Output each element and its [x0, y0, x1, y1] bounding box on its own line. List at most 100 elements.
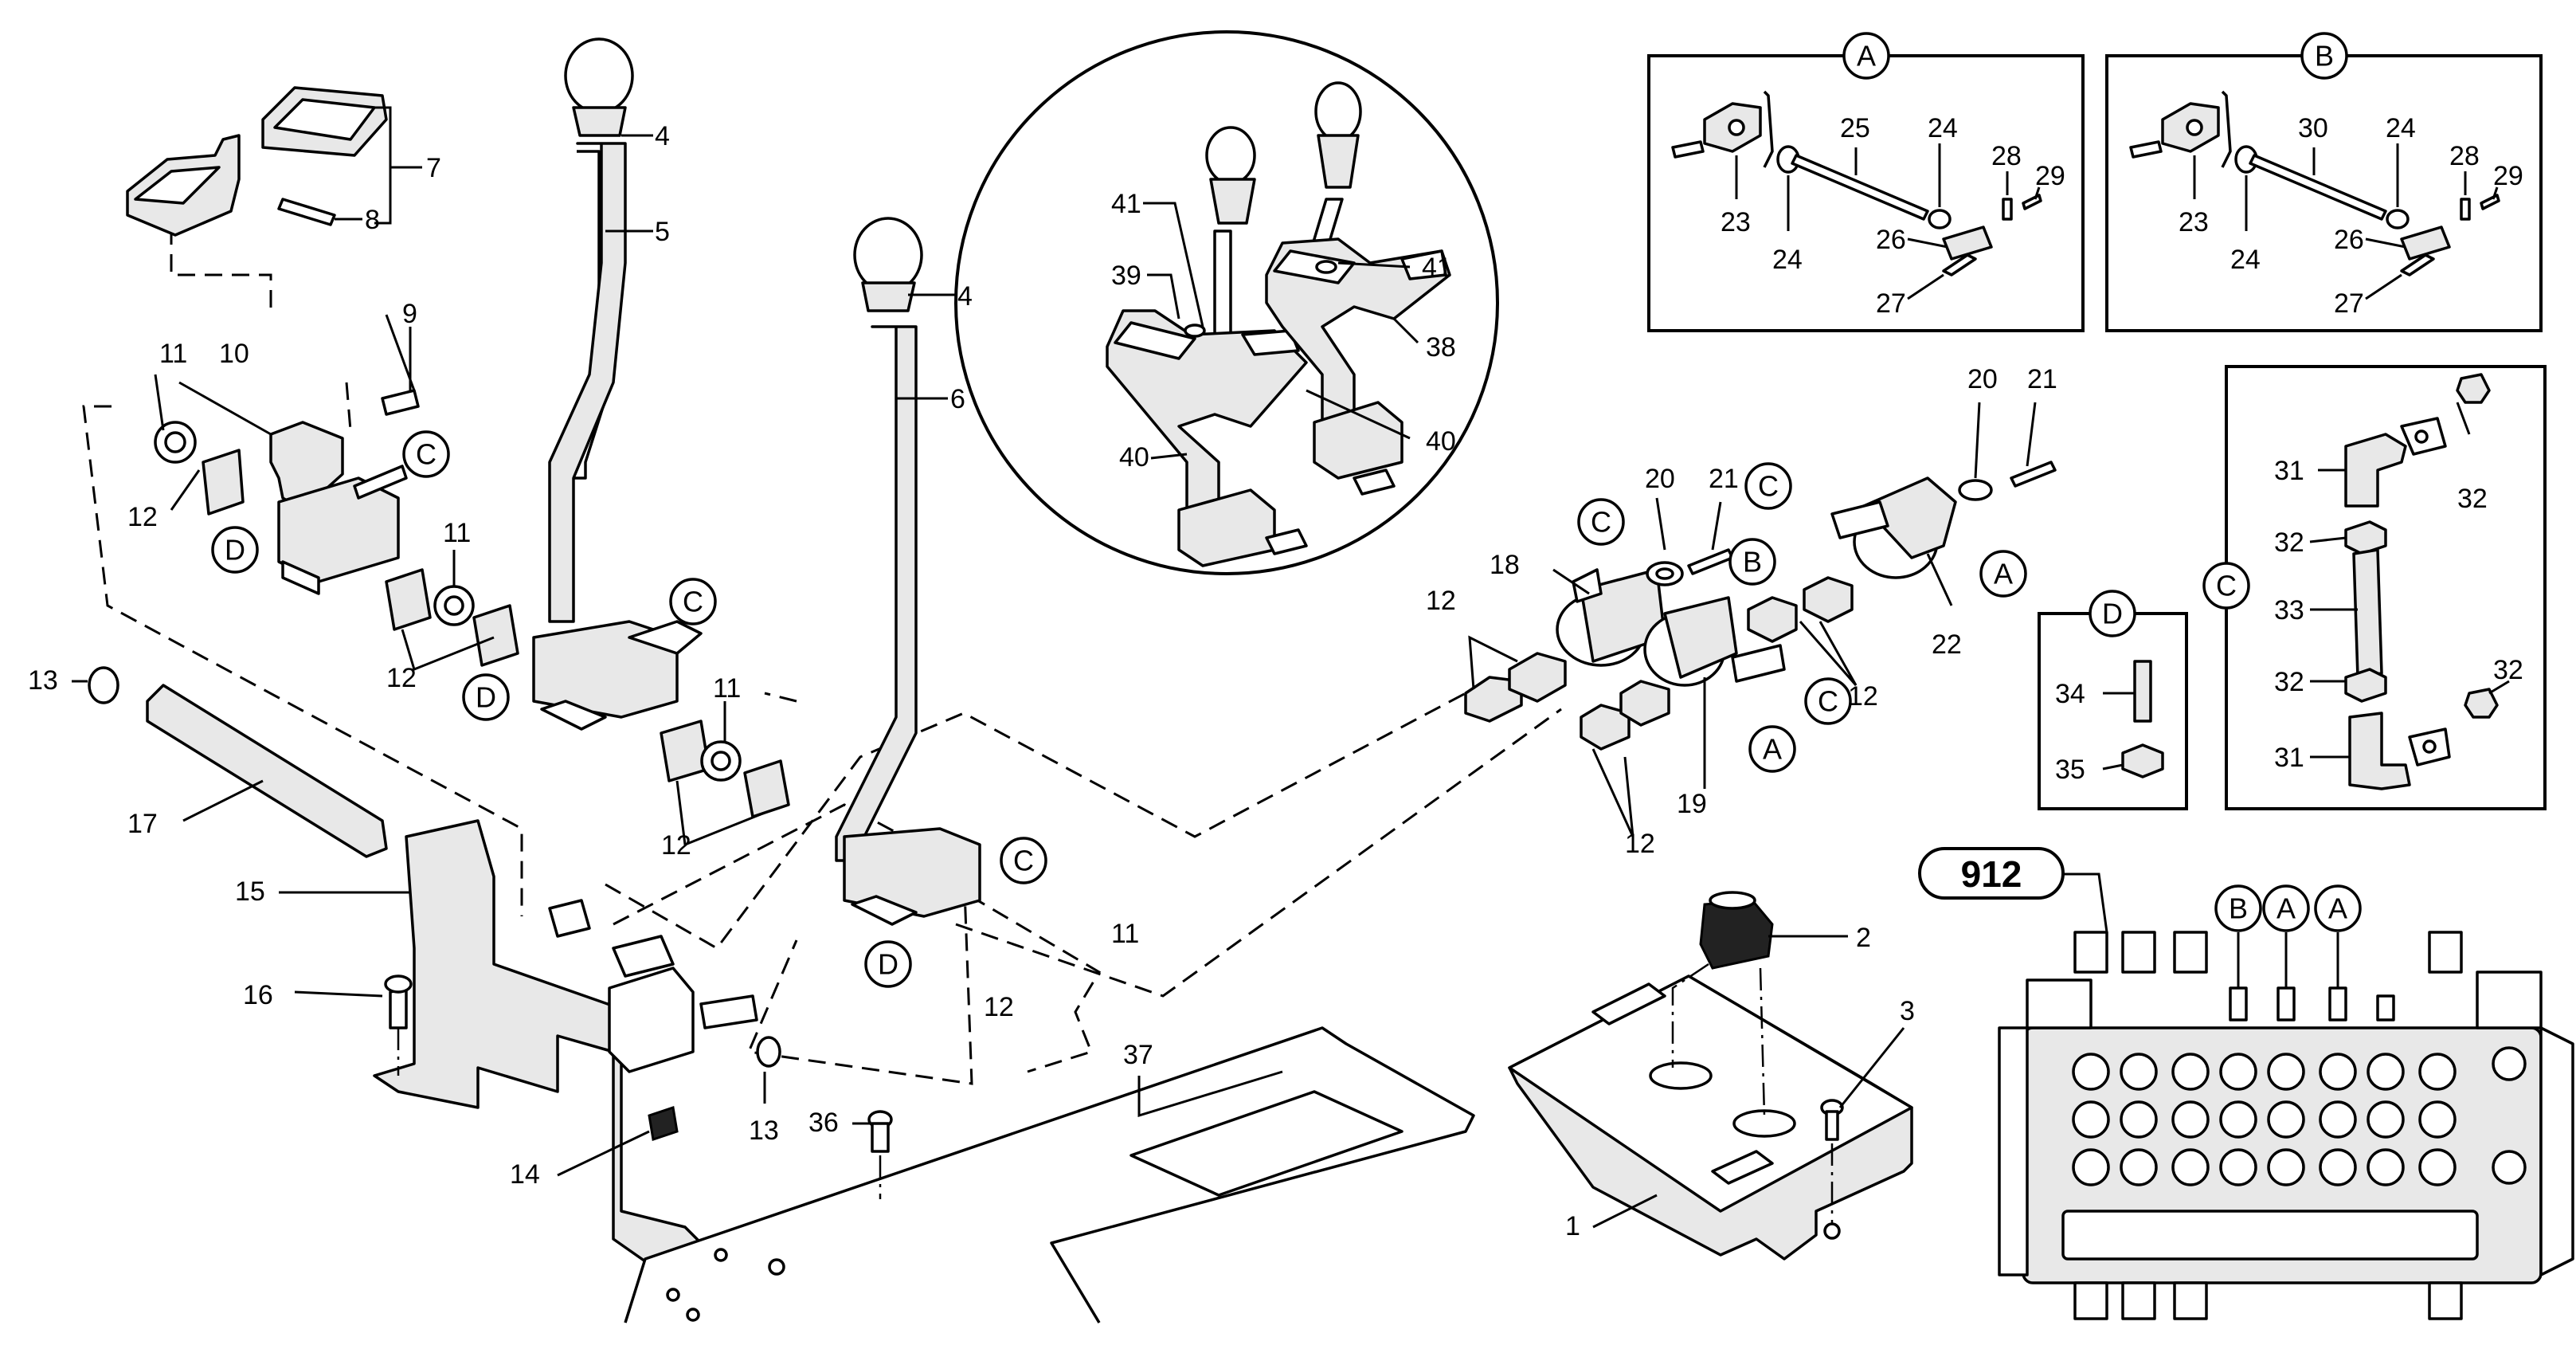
part-label: 14 [510, 1159, 540, 1190]
detail-label-b: B [2300, 32, 2348, 80]
part-label: 40 [1119, 442, 1149, 473]
pedal-pad-assembly [126, 86, 422, 237]
lever-right [835, 217, 981, 926]
svg-text:A: A [2277, 892, 2296, 925]
part-label: 11 [1111, 919, 1139, 949]
part-label: 29 [2035, 161, 2065, 191]
mount-plate [1508, 891, 1913, 1261]
upper-bracket-assembly [154, 314, 790, 847]
svg-text:A: A [1763, 733, 1782, 766]
part-label: 21 [2027, 364, 2057, 394]
callout-c: C [669, 578, 717, 625]
part-label: 11 [713, 673, 741, 704]
callout-a: A [1748, 725, 1796, 773]
part-label: 23 [1721, 207, 1751, 237]
svg-text:C: C [1818, 685, 1838, 718]
detail-box-b [2105, 54, 2543, 332]
valve-spool-ports [2072, 1046, 2527, 1186]
callout-c: C [1577, 498, 1625, 546]
part-label: 18 [1490, 550, 1520, 580]
part-label: 26 [1876, 225, 1906, 255]
part-label: 32 [2457, 484, 2488, 514]
detail-box-d [2038, 612, 2188, 810]
part-label: 34 [2055, 679, 2085, 709]
part-label: 25 [1840, 113, 1870, 143]
callout-a: A [1979, 550, 2027, 598]
part-label: 41 [1111, 189, 1141, 219]
svg-text:A: A [1994, 558, 2013, 590]
svg-text:B: B [2229, 892, 2248, 925]
part-label: 33 [2274, 595, 2304, 625]
callout-c: C [1000, 837, 1047, 884]
svg-text:C: C [1758, 470, 1779, 503]
svg-text:C: C [2216, 570, 2237, 602]
part-label: 12 [386, 663, 417, 693]
part-label: 1 [1565, 1211, 1580, 1241]
part-label: 20 [1967, 364, 1998, 394]
valve-callout-a: A [2262, 884, 2310, 932]
part-label: 12 [661, 830, 691, 861]
part-label: 32 [2493, 655, 2523, 685]
part-label: 37 [1123, 1040, 1153, 1070]
part-label: 27 [2334, 288, 2364, 319]
part-label: 24 [2230, 245, 2261, 275]
part-label: 32 [2274, 667, 2304, 697]
part-label: 13 [749, 1116, 779, 1146]
detail-label-a: A [1842, 32, 1890, 80]
part-label: 24 [1928, 113, 1958, 143]
svg-text:D: D [476, 681, 496, 714]
part-label: 12 [1426, 586, 1456, 616]
inset-detail [954, 30, 1499, 575]
callout-c: C [1804, 677, 1852, 725]
part-label: 28 [2449, 141, 2480, 171]
floor-plate [624, 1026, 1475, 1323]
part-label: 11 [159, 339, 187, 369]
part-label: 27 [1876, 288, 1906, 319]
model-badge: 912 [1918, 847, 2108, 933]
part-label: 24 [2386, 113, 2416, 143]
part-label: 38 [1426, 332, 1456, 363]
badge-text: 912 [1961, 853, 2022, 895]
part-label: 26 [2334, 225, 2364, 255]
svg-text:C: C [1591, 506, 1611, 539]
part-label: 23 [2179, 207, 2209, 237]
callout-d: D [864, 940, 912, 988]
part-label: 17 [127, 809, 158, 839]
part-label: 31 [2274, 743, 2304, 773]
part-label: 16 [243, 980, 273, 1010]
part-label: 12 [1625, 829, 1655, 859]
detail-label-d: D [2089, 590, 2136, 637]
part-label: 31 [2274, 456, 2304, 486]
callout-d: D [462, 673, 510, 721]
part-label: 40 [1426, 426, 1456, 457]
right-linkage [1464, 402, 2057, 837]
part-label: 11 [443, 518, 471, 548]
svg-text:C: C [416, 438, 437, 471]
pivot-rod [72, 666, 388, 858]
part-label: 13 [28, 665, 58, 696]
part-label: 5 [655, 217, 670, 247]
svg-text:C: C [683, 586, 703, 618]
part-label: 2 [1856, 923, 1871, 953]
part-label: 6 [950, 384, 965, 414]
svg-text:D: D [225, 534, 245, 567]
svg-text:D: D [2102, 598, 2123, 630]
part-label: 12 [1848, 681, 1878, 712]
callout-c: C [402, 430, 450, 478]
svg-text:B: B [1743, 546, 1762, 578]
part-label: 30 [2298, 113, 2328, 143]
part-label: 29 [2493, 161, 2523, 191]
part-label: 32 [2274, 527, 2304, 558]
part-number-labels: 4 4 5 6 7 8 9 10 11 11 11 11 12 12 12 12… [28, 113, 2523, 1241]
part-label: 8 [365, 205, 380, 235]
part-label: 3 [1900, 996, 1915, 1026]
svg-text:C: C [1013, 845, 1034, 877]
part-label: 4 [655, 121, 670, 151]
svg-text:A: A [2328, 892, 2347, 925]
part-label: 41 [1422, 253, 1452, 283]
part-label: 10 [219, 339, 249, 369]
detail-label-c: C [2202, 562, 2250, 610]
part-label: 28 [1991, 141, 2022, 171]
part-label: 39 [1111, 261, 1141, 291]
hydraulic-valve-block [1998, 931, 2574, 1320]
